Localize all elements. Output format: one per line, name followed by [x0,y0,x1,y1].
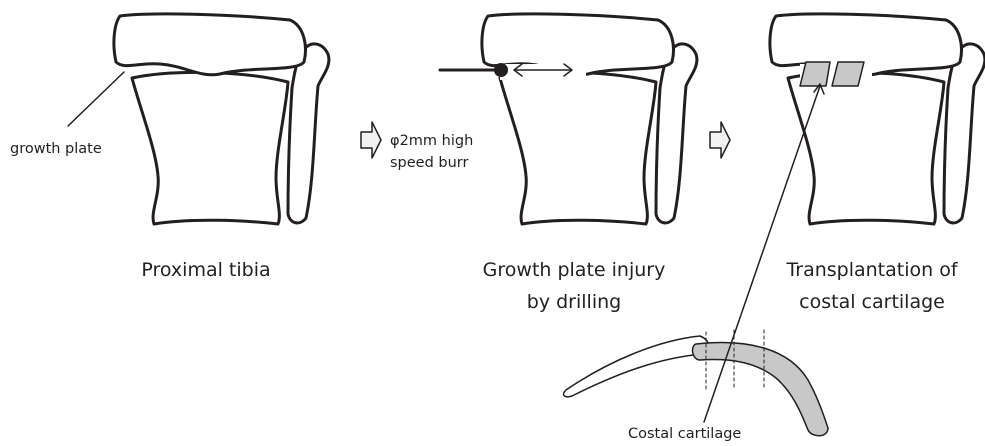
tibia-shaft-shape [500,72,656,224]
burr-head [494,63,508,77]
block-arrow-right-icon [710,122,730,158]
caption-line: by drilling [474,286,674,318]
caption-line: costal cartilage [772,286,972,318]
cartilage-graft-2 [832,62,864,86]
cartilage-graft-1 [800,62,830,86]
caption-growth-plate-injury: Growth plate injury by drilling [474,254,674,318]
caption-line: Growth plate injury [474,254,674,286]
panel-proximal-tibia [68,14,329,224]
tibia-shaft-shape [132,72,288,224]
growth-plate-label: growth plate [10,140,102,158]
growth-plate-leader-line [68,72,124,126]
costal-cartilage-shape [693,343,828,436]
caption-line: Transplantation of [772,254,972,286]
tibia-shaft-shape [788,72,944,224]
burr-label-line1: φ2mm high [390,132,473,150]
fibula-shape [656,44,697,223]
drill-gap [500,64,586,80]
caption-line: Proximal tibia [126,254,286,286]
panel-growth-plate-injury [440,14,697,224]
fibula-shape [944,44,985,223]
epiphysis-shape [114,14,306,75]
fibula-shape [288,44,329,223]
costal-cartilage-label: Costal cartilage [628,425,741,443]
block-arrow-right-icon [361,122,381,158]
rib-shape [564,336,709,397]
burr-label-line2: speed burr [390,154,468,172]
caption-proximal-tibia: Proximal tibia [126,254,286,286]
caption-transplantation: Transplantation of costal cartilage [772,254,972,318]
